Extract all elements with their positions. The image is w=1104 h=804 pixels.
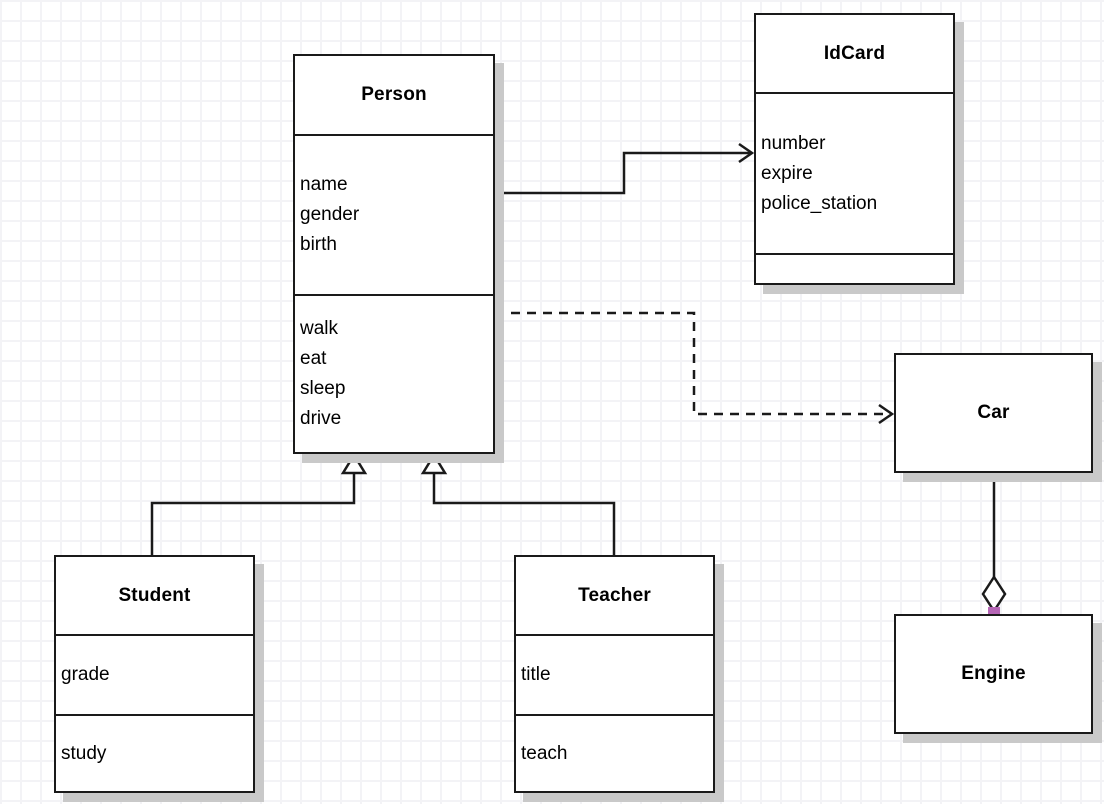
- method-label: walk: [300, 318, 339, 339]
- attribute-label: grade: [61, 664, 110, 685]
- class-car[interactable]: Car: [894, 353, 1093, 473]
- method-label: drive: [300, 408, 342, 429]
- class-title: Engine: [961, 663, 1026, 684]
- class-title: IdCard: [823, 42, 886, 64]
- method-label: study: [61, 742, 107, 764]
- attribute-label: birth: [300, 234, 337, 255]
- class-teacher[interactable]: Teacher title teach: [514, 555, 715, 793]
- idcard-attributes-compartment[interactable]: number expire police_station: [756, 92, 953, 253]
- teacher-attributes-compartment[interactable]: title: [516, 634, 713, 714]
- class-title: Teacher: [578, 584, 651, 606]
- class-person[interactable]: Person name gender birth walk eat sleep …: [293, 54, 495, 454]
- attribute-label: title: [521, 664, 551, 685]
- class-title: Person: [361, 84, 427, 105]
- generalization-teacher-person[interactable]: [420, 452, 616, 555]
- hollow-diamond-icon: [981, 574, 1007, 614]
- generalization-student-person[interactable]: [150, 452, 368, 555]
- student-attributes-compartment[interactable]: grade: [56, 634, 253, 714]
- method-label: eat: [300, 348, 327, 369]
- association-person-idcard[interactable]: [495, 142, 755, 195]
- class-title: Car: [977, 402, 1010, 423]
- dependency-person-car[interactable]: [495, 311, 895, 425]
- person-attributes-compartment[interactable]: name gender birth: [295, 134, 493, 294]
- class-student[interactable]: Student grade study: [54, 555, 255, 793]
- teacher-methods-compartment[interactable]: teach: [516, 714, 713, 791]
- student-methods-compartment[interactable]: study: [56, 714, 253, 791]
- attribute-label: police_station: [761, 192, 878, 214]
- aggregation-car-engine[interactable]: [981, 466, 1007, 619]
- class-title: Student: [118, 584, 191, 606]
- class-engine[interactable]: Engine: [894, 614, 1093, 734]
- class-idcard[interactable]: IdCard number expire police_station: [754, 13, 955, 285]
- hollow-triangle-icon: [420, 452, 448, 475]
- open-arrowhead-icon: [878, 403, 895, 425]
- attribute-label: number: [761, 132, 826, 154]
- attribute-label: name: [300, 174, 348, 195]
- method-label: sleep: [300, 378, 346, 399]
- idcard-methods-compartment[interactable]: [756, 253, 953, 283]
- hollow-triangle-icon: [340, 452, 368, 475]
- attribute-label: expire: [761, 162, 813, 184]
- person-methods-compartment[interactable]: walk eat sleep drive: [295, 294, 493, 452]
- open-arrowhead-icon: [738, 142, 755, 164]
- method-label: teach: [521, 742, 568, 764]
- attribute-label: gender: [300, 204, 360, 225]
